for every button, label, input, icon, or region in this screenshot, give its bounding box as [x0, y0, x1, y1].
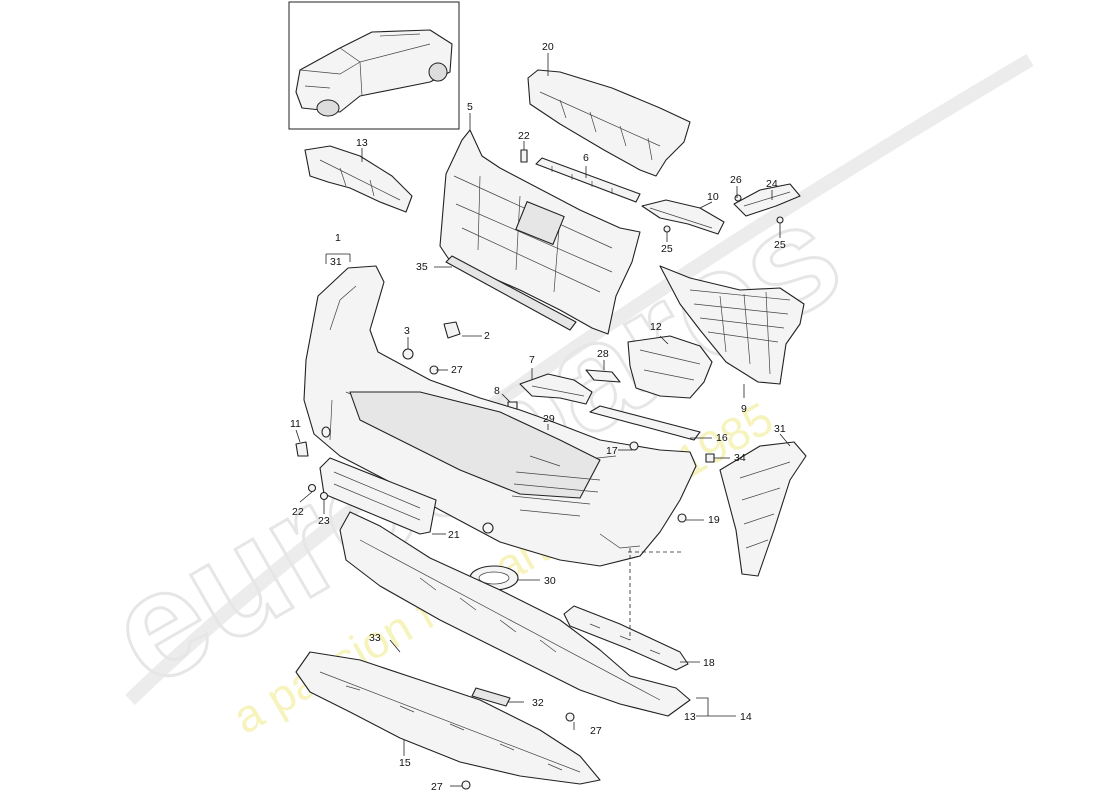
- callout-7: 7: [529, 354, 535, 366]
- callout-24: 24: [766, 178, 778, 190]
- callout-31-left: 31: [330, 256, 342, 268]
- callout-32: 32: [532, 697, 544, 709]
- callout-30: 30: [544, 575, 556, 587]
- callout-8: 8: [494, 385, 500, 397]
- callout-35: 35: [416, 261, 428, 273]
- part-28-bracket: [585, 369, 621, 383]
- callout-27-mid: 27: [590, 725, 602, 737]
- callout-26: 26: [730, 174, 742, 186]
- part-2-fastener: [443, 321, 461, 339]
- callout-12: 12: [650, 321, 662, 333]
- callout-22-left: 22: [292, 506, 304, 518]
- parts-22-23-19-17-34-small: [307, 441, 715, 523]
- callout-5: 5: [467, 101, 473, 113]
- callout-13-top: 13: [356, 137, 368, 149]
- part-5-bumper-carrier: [439, 129, 641, 335]
- callout-21: 21: [448, 529, 460, 541]
- part-12-air-duct: [627, 335, 713, 399]
- callout-13-bottom: 13: [684, 711, 696, 723]
- callout-27-upper: 27: [451, 364, 463, 376]
- part-33-underbody-panel: [339, 511, 691, 717]
- callout-10: 10: [707, 191, 719, 203]
- part-6-strip: [535, 157, 641, 203]
- part-3-grommet: [402, 348, 414, 360]
- part-20-upper-cover: [527, 69, 691, 177]
- callout-14: 14: [740, 711, 752, 723]
- callout-19: 19: [708, 514, 720, 526]
- part-1-bumper-cover: [303, 265, 697, 567]
- part-10-bracket: [641, 199, 725, 235]
- callout-31-right: 31: [774, 423, 786, 435]
- callout-15: 15: [399, 757, 411, 769]
- callouts: 20 5 22 6 13 26 24 10 25 25 1 31 35 3 2 …: [290, 41, 786, 793]
- callout-6: 6: [583, 152, 589, 164]
- part-24-bracket: [733, 183, 801, 217]
- part-31-side-grille: [719, 441, 807, 577]
- part-18-lower-trim: [563, 605, 689, 671]
- part-13-air-guide: [304, 145, 413, 213]
- callout-16: 16: [716, 432, 728, 444]
- part-22-clip-top: [520, 141, 528, 163]
- part-27-screws-lower: [461, 712, 575, 790]
- callout-11: 11: [290, 418, 301, 430]
- callout-27-bottom: 27: [431, 781, 443, 793]
- callout-28: 28: [597, 348, 609, 360]
- callout-9: 9: [741, 403, 747, 415]
- callout-18: 18: [703, 657, 715, 669]
- vehicle-thumbnail: [288, 1, 460, 130]
- callout-33: 33: [369, 632, 381, 644]
- callout-22-top: 22: [518, 130, 530, 142]
- callout-25-right: 25: [774, 239, 786, 251]
- part-11-cap: [295, 441, 309, 457]
- leader-lines: [295, 53, 791, 787]
- callout-20: 20: [542, 41, 554, 53]
- callout-34: 34: [734, 452, 746, 464]
- callout-29: 29: [543, 413, 555, 425]
- callout-17: 17: [606, 445, 618, 457]
- callout-1: 1: [335, 232, 341, 244]
- callout-3: 3: [404, 325, 410, 337]
- callout-2: 2: [484, 330, 490, 342]
- callout-25-left: 25: [661, 243, 673, 255]
- callout-23: 23: [318, 515, 330, 527]
- part-9-grille: [659, 265, 805, 385]
- part-7-bracket: [519, 373, 593, 405]
- part-15-skid-plate: [295, 651, 601, 785]
- part-16-trim-strip: [589, 405, 701, 441]
- watermark-swoosh: [125, 53, 1034, 706]
- part-35-seal-strip: [445, 255, 577, 331]
